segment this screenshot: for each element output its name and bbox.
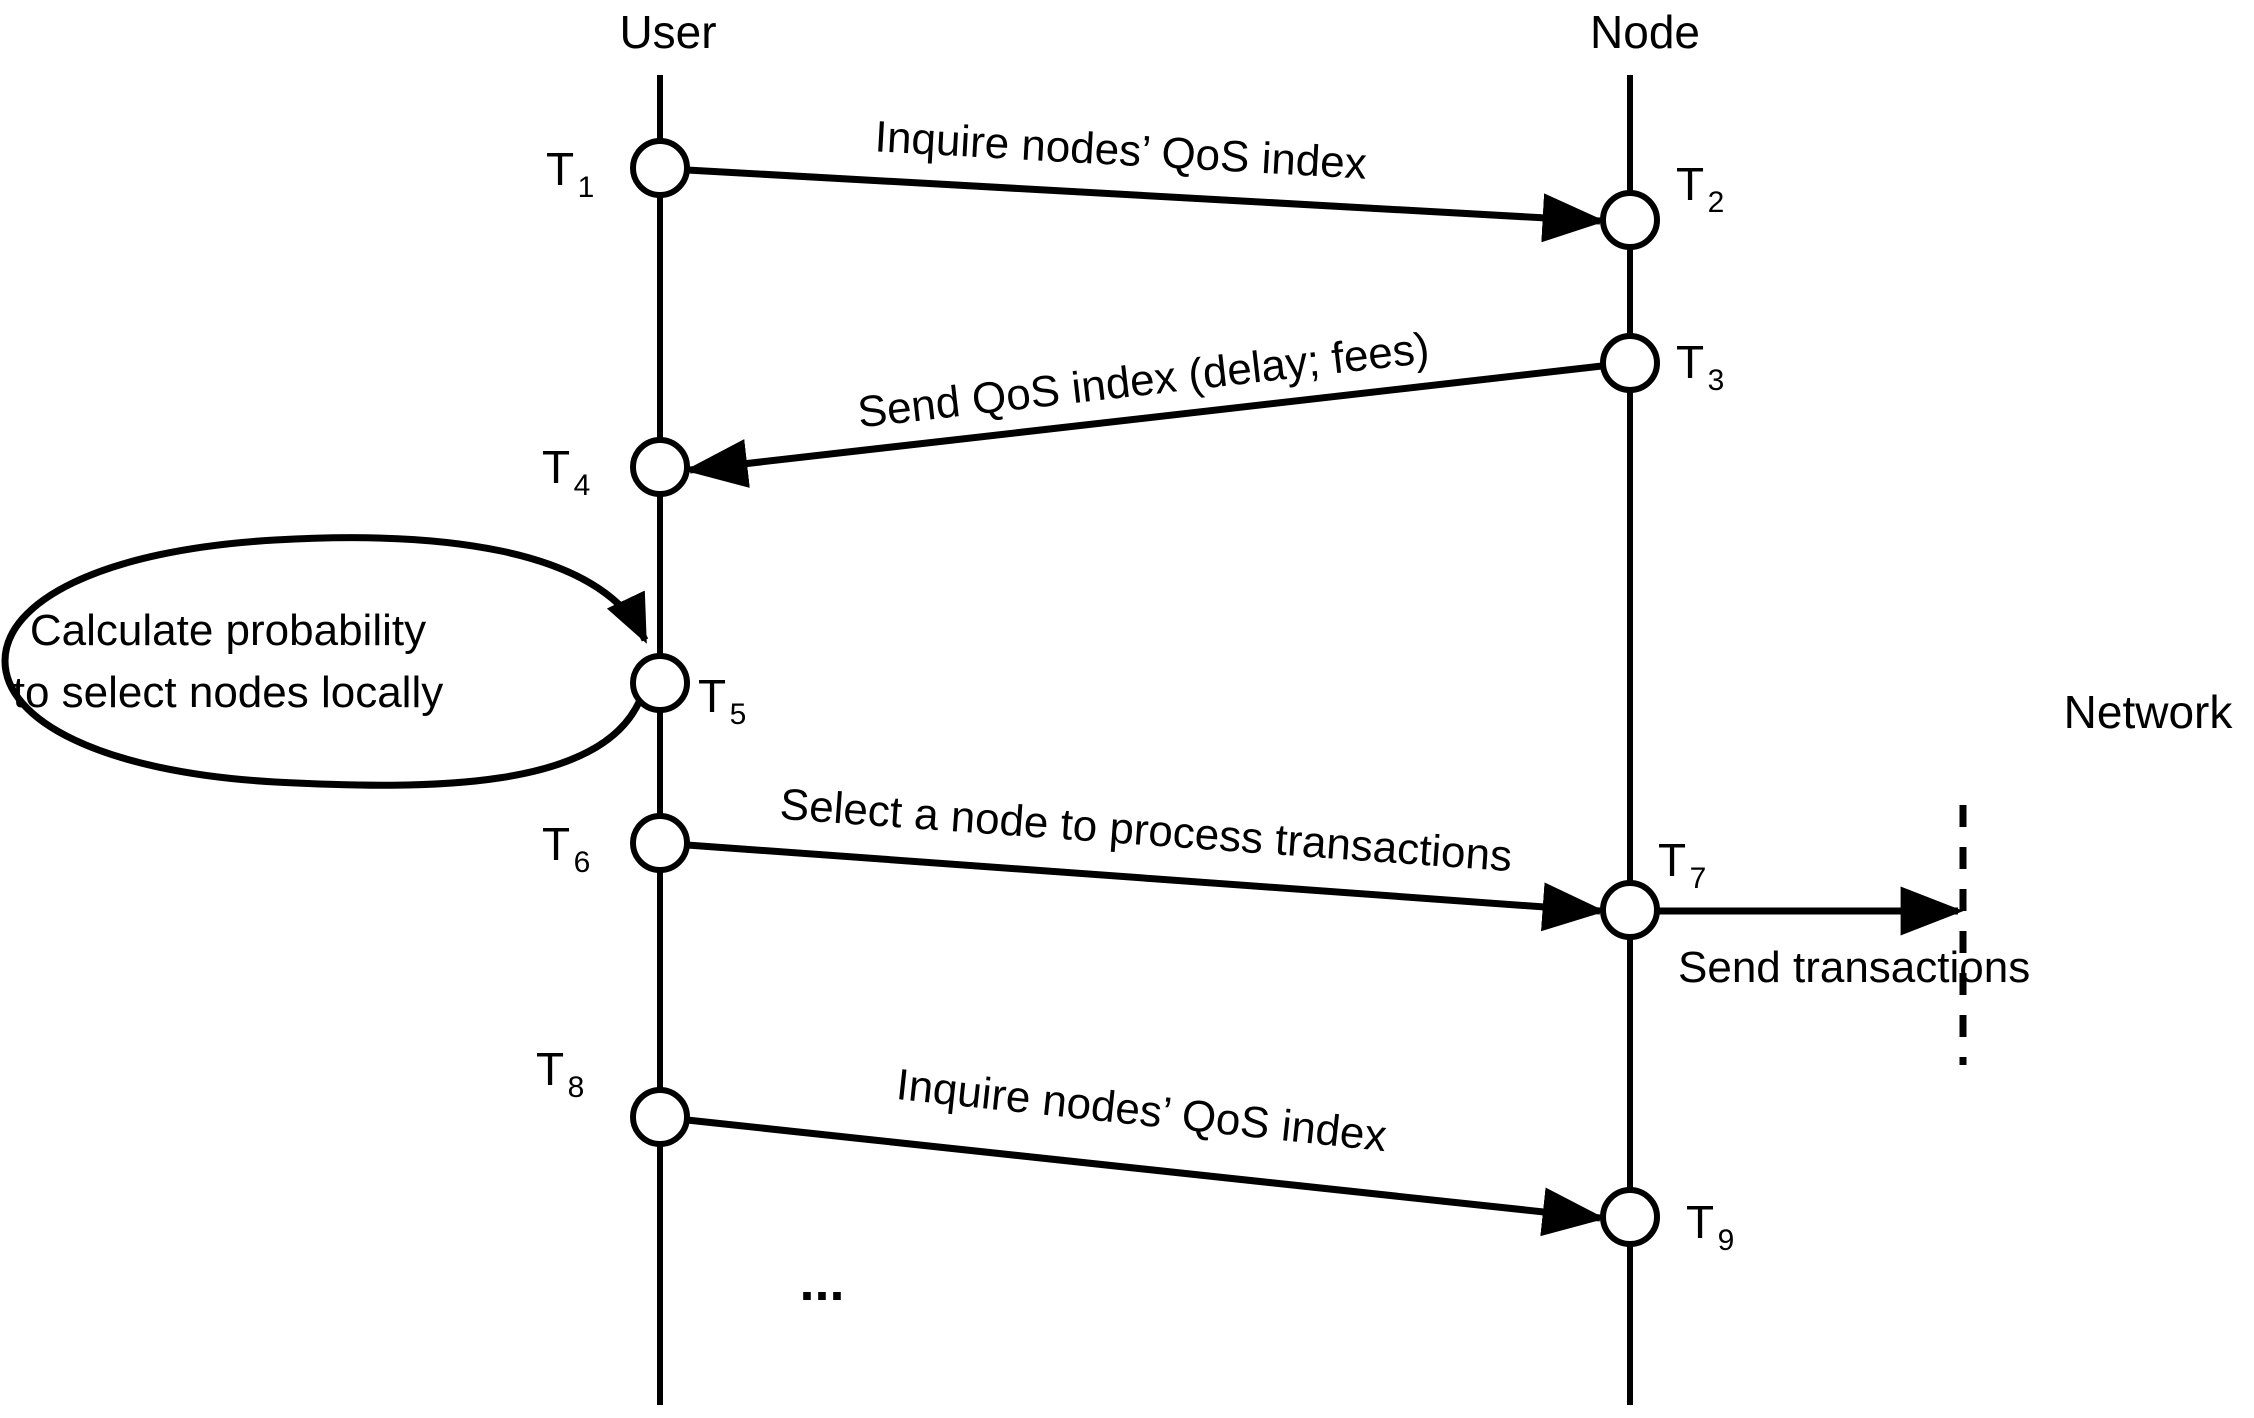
event-label-t3: T 3 (1676, 336, 1724, 397)
note-line-1: Calculate probability (30, 606, 426, 655)
note-ellipse-outline (1, 534, 649, 789)
event-label-t7-sub: 7 (1690, 862, 1707, 895)
event-label-t5: T 5 (698, 670, 746, 731)
event-marker-t3[interactable] (1600, 333, 1660, 393)
event-marker-t2[interactable] (1600, 190, 1660, 250)
event-label-t9: T 9 (1686, 1196, 1734, 1257)
message-arrow-m3 (686, 841, 1606, 932)
lifeline-label-network: Network (2064, 686, 2234, 738)
event-label-t3-base: T (1676, 336, 1704, 388)
event-marker-t5[interactable] (630, 653, 690, 713)
event-label-t8: T 8 (536, 1043, 584, 1104)
message-label-m3: Select a node to process transactions (778, 780, 1513, 881)
message-label-m5: Inquire nodes’ QoS index (894, 1060, 1389, 1161)
event-marker-t7[interactable] (1600, 880, 1660, 940)
event-label-t4-base: T (542, 441, 570, 493)
event-label-t7-base: T (1658, 834, 1686, 886)
event-label-t2-sub: 2 (1708, 186, 1725, 219)
event-label-t6-base: T (542, 818, 570, 870)
event-marker-t6[interactable] (630, 813, 690, 873)
event-label-t1-sub: 1 (578, 171, 595, 204)
event-label-t8-sub: 8 (568, 1071, 585, 1104)
event-label-t5-base: T (698, 670, 726, 722)
message-label-m4: Send transactions (1678, 943, 2030, 992)
event-marker-t1[interactable] (630, 138, 690, 198)
event-marker-t8[interactable] (630, 1087, 690, 1147)
lifeline-user: User (619, 6, 717, 1405)
event-label-t1-base: T (546, 143, 574, 195)
event-marker-t9[interactable] (1600, 1187, 1660, 1247)
event-label-t2: T 2 (1676, 158, 1724, 219)
event-label-t9-sub: 9 (1718, 1224, 1735, 1257)
event-label-t1: T 1 (546, 143, 594, 204)
message-arrow-m2 (684, 362, 1603, 488)
event-label-t4: T 4 (542, 441, 590, 502)
event-label-t2-base: T (1676, 158, 1704, 210)
event-label-t6-sub: 6 (574, 846, 591, 879)
event-label-t8-base: T (536, 1043, 564, 1095)
lifeline-label-node: Node (1590, 6, 1700, 58)
event-label-t9-base: T (1686, 1196, 1714, 1248)
lifeline-node: Node (1590, 6, 1700, 1405)
note-line-2: to select nodes locally (13, 668, 443, 717)
lifeline-label-user: User (619, 6, 716, 58)
event-label-t3-sub: 3 (1708, 364, 1725, 397)
message-arrow-m1 (686, 166, 1606, 243)
message-label-m1: Inquire nodes’ QoS index (874, 112, 1368, 188)
continuation-ellipsis: ... (799, 1252, 844, 1312)
event-label-t4-sub: 4 (574, 469, 591, 502)
note-calculate-probability: Calculate probability to select nodes lo… (1, 534, 649, 789)
event-label-t5-sub: 5 (730, 698, 747, 731)
event-label-t6: T 6 (542, 818, 590, 879)
event-marker-t4[interactable] (630, 437, 690, 497)
lifeline-network: Network (1959, 686, 2234, 1065)
message-arrow-m5 (686, 1116, 1606, 1237)
event-label-t7: T 7 (1658, 834, 1706, 895)
